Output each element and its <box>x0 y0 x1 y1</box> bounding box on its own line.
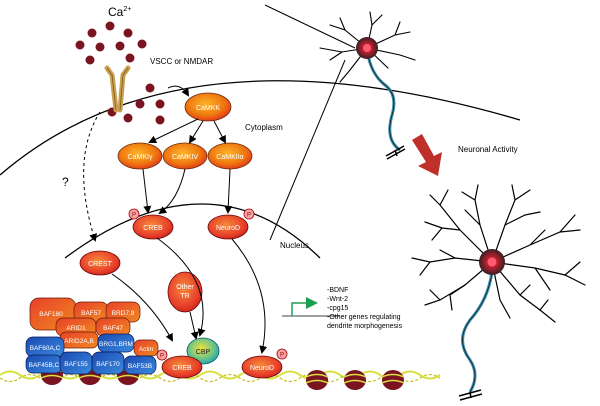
svg-text:Actin: Actin <box>139 346 154 353</box>
cytoplasm-label: Cytoplasm <box>245 123 283 132</box>
svg-text:BAF60A,C: BAF60A,C <box>30 345 61 352</box>
camkiv-node: CaMKIV <box>162 142 208 170</box>
other-tr-node: Other TR <box>167 271 203 313</box>
svg-text:-BDNF: -BDNF <box>327 287 348 294</box>
svg-text:ARID1: ARID1 <box>66 325 86 332</box>
svg-text:BAF53B: BAF53B <box>128 363 152 370</box>
svg-text:ARID2A,B: ARID2A,B <box>64 338 94 345</box>
baf-complex: BAF180 BAF57 BRD7,9 ARID1 BAF47 ARID2A,B… <box>25 297 159 375</box>
svg-text:NeuroD: NeuroD <box>216 225 240 232</box>
svg-text:CREB: CREB <box>172 365 192 372</box>
svg-text:BAF170: BAF170 <box>96 361 120 368</box>
arrow-camkii-neurod <box>224 168 233 214</box>
svg-text:P: P <box>132 213 136 219</box>
arrow-camkiv-creb <box>158 168 186 215</box>
nucleus-label: Nucleus <box>280 241 309 250</box>
channel-label: VSCC or NMDAR <box>150 57 213 66</box>
camki-gamma-node: CaMKIγ <box>117 142 163 170</box>
neuron-before <box>319 11 416 160</box>
camkii-alpha-node: CaMKIIα <box>207 142 253 170</box>
neuron-after <box>411 184 586 401</box>
svg-text:CaMKIγ: CaMKIγ <box>128 154 153 161</box>
dna-strand <box>0 370 441 380</box>
svg-text:NeuroD: NeuroD <box>250 365 274 372</box>
transcription-arrow <box>291 297 318 316</box>
arrow-to-camkk <box>167 85 190 97</box>
crest-node: CREST <box>79 250 121 276</box>
svg-text:CaMKK: CaMKK <box>196 105 220 112</box>
svg-text:-cpg15: -cpg15 <box>327 305 349 312</box>
creb-lower-node: CREB P <box>156 349 203 379</box>
svg-text:BRD7,9: BRD7,9 <box>112 310 135 317</box>
arrow-camkk-camki <box>148 118 199 144</box>
svg-text:CREST: CREST <box>88 261 112 268</box>
dotted-arrow-crest <box>83 111 101 242</box>
arrow-creb-cbp <box>156 237 206 337</box>
neurod-lower-node: NeuroD P <box>241 348 288 379</box>
svg-text:CaMKIIα: CaMKIIα <box>216 154 243 161</box>
svg-text:P: P <box>247 213 251 219</box>
svg-text:-Wnt-2: -Wnt-2 <box>327 296 348 303</box>
svg-text:CREB: CREB <box>143 225 163 232</box>
arrow-othertr-cbp <box>189 311 199 340</box>
pointer-line-bottom <box>269 59 346 241</box>
arrow-camki-creb <box>142 168 152 214</box>
neuronal-activity-label: Neuronal Activity <box>458 145 518 154</box>
svg-text:BRG1,BRM: BRG1,BRM <box>99 341 133 348</box>
svg-text:CaMKIV: CaMKIV <box>172 154 198 161</box>
arrow-camkk-camkii <box>213 120 226 144</box>
ion-channel <box>104 65 131 113</box>
target-genes-list: -BDNF -Wnt-2 -cpg15 -Other genes regulat… <box>327 287 403 330</box>
svg-text:TR: TR <box>180 293 189 300</box>
arrow-camkk-camkiv <box>188 120 204 144</box>
camkk-node: CaMKK <box>184 92 232 122</box>
svg-text:P: P <box>160 354 164 360</box>
svg-text:Other: Other <box>176 284 194 291</box>
cell-membrane <box>0 80 521 176</box>
svg-text:BAF45B,C: BAF45B,C <box>29 362 60 369</box>
svg-text:BAF180: BAF180 <box>39 311 63 318</box>
svg-text:dendrite morphogenesis: dendrite morphogenesis <box>327 323 403 330</box>
question-mark: ? <box>62 175 69 189</box>
cbp-node: CBP <box>186 337 220 365</box>
svg-text:P: P <box>280 353 284 359</box>
nuclear-membrane <box>64 203 321 259</box>
svg-text:BAF155: BAF155 <box>64 361 88 368</box>
arrow-neurod-down <box>231 238 268 354</box>
creb-upper-node: CREB P <box>128 208 174 240</box>
activity-arrow <box>412 134 442 176</box>
calcium-label: Ca2+ <box>108 5 131 19</box>
svg-text:-Other genes regulating: -Other genes regulating <box>327 314 401 321</box>
arrow-crest-cbp <box>111 273 173 342</box>
svg-text:BAF57: BAF57 <box>81 310 101 317</box>
neurod-upper-node: NeuroD P <box>207 208 255 240</box>
svg-text:CBP: CBP <box>196 349 211 356</box>
pointer-line-top <box>264 4 356 49</box>
svg-text:BAF47: BAF47 <box>103 325 123 332</box>
